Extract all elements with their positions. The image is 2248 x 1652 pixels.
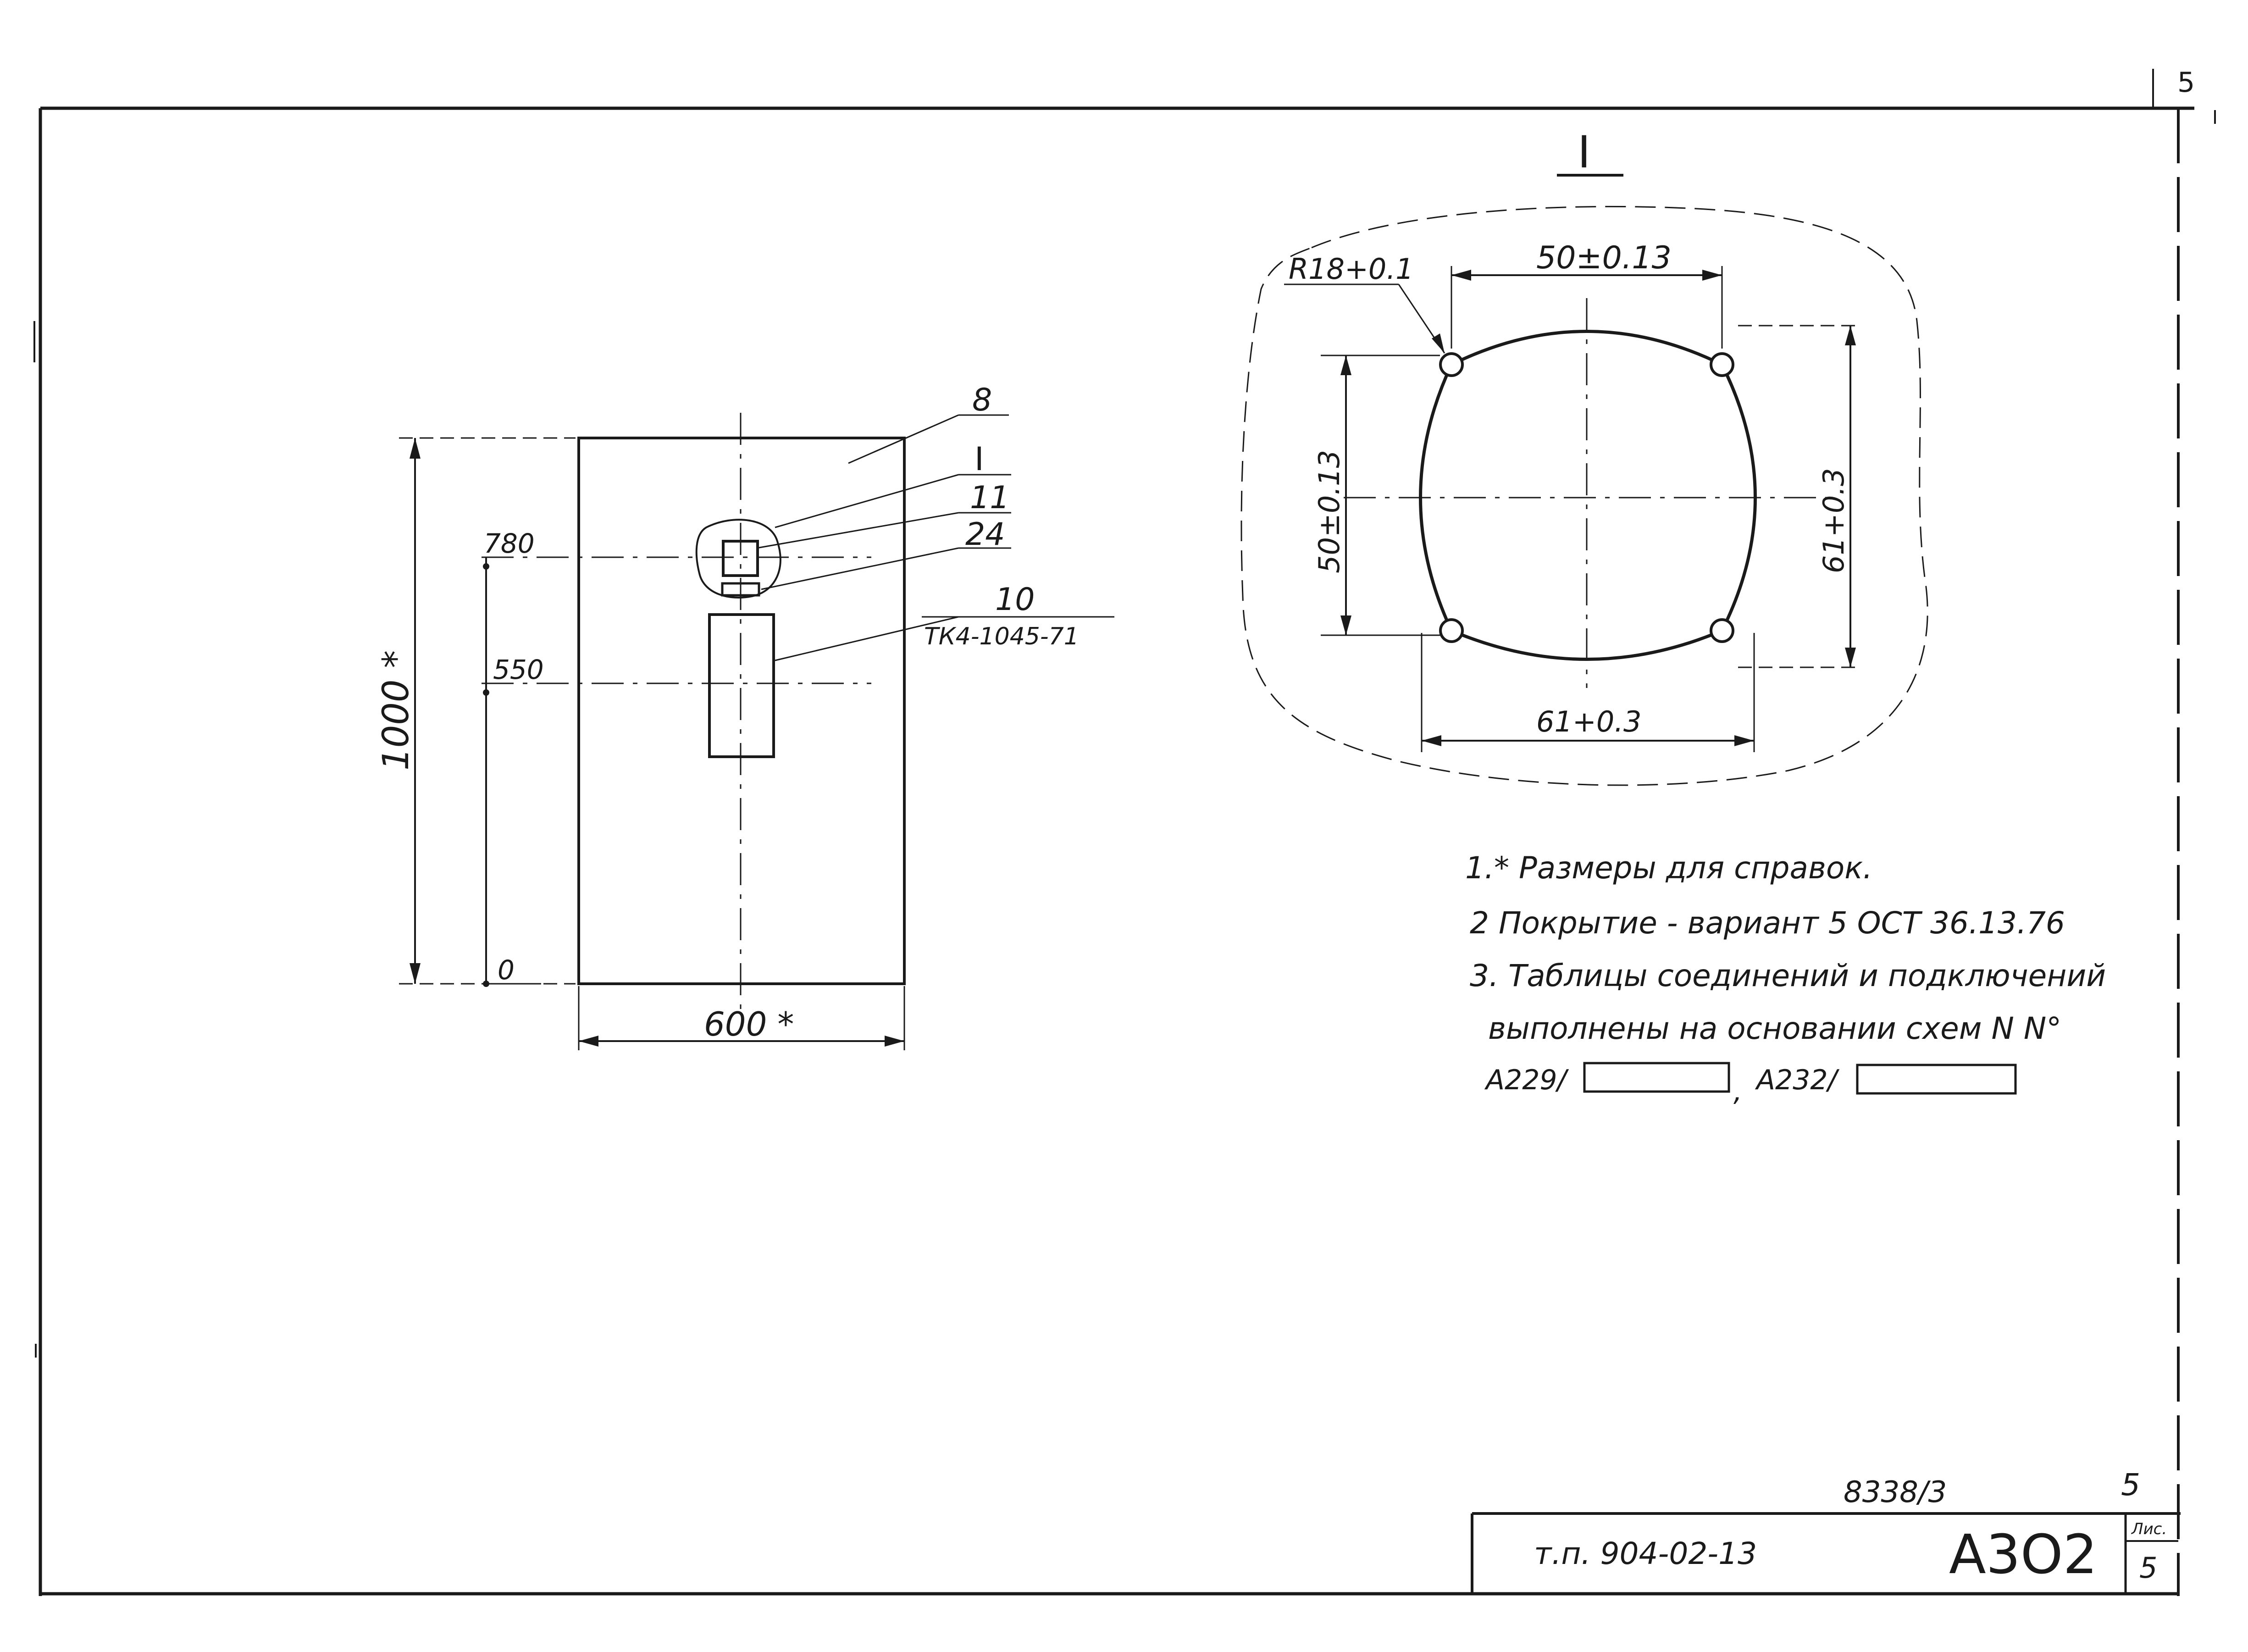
panel-drawing: 1000 * 780 550 0 600 * — [376, 382, 1114, 1050]
note-1: 1.* Размеры для справок. — [1465, 850, 1872, 886]
terminal-strip — [721, 582, 760, 597]
detail-title: I — [1578, 127, 1590, 178]
level-label-550: 550 — [493, 654, 544, 685]
notes-block: 1.* Размеры для справок. 2 Покрытие - ва… — [1465, 850, 2106, 1108]
corner-sheet-mark: 5 — [2177, 67, 2195, 99]
top-width-dimension-text: 50±0.13 — [1536, 240, 1672, 276]
note-3-continued: выполнены на основании схем N N° — [1488, 1011, 2061, 1046]
detail-view: I 50±0.13 R18+0.1 50±0.13 — [1240, 127, 1928, 786]
sheet-label: Лис. — [2131, 1520, 2167, 1538]
upper-number: 8338/3 — [1844, 1475, 1947, 1509]
leader-label-24: 24 — [965, 516, 1005, 553]
leader-label-I: I — [975, 440, 984, 478]
width-dimension-text: 600 * — [704, 1005, 794, 1043]
svg-text:,: , — [1733, 1075, 1742, 1108]
detail-callout-outline — [695, 519, 781, 599]
scheme-ref-1: А229/ — [1484, 1064, 1569, 1096]
leader-label-11: 11 — [970, 480, 1010, 516]
detail-break-outline — [1240, 205, 1928, 786]
upper-sheet: 5 — [2121, 1467, 2140, 1502]
scheme-ref-2-box — [1856, 1064, 2017, 1095]
corner-hole-bottom-right — [1710, 618, 1734, 643]
scheme-ref-1-box — [1583, 1062, 1730, 1093]
corner-hole-top-left — [1439, 352, 1464, 377]
level-label-780: 780 — [484, 528, 535, 559]
sheet-number: 5 — [2139, 1551, 2157, 1585]
corner-hole-top-right — [1710, 352, 1734, 377]
title-block: 8338/3 5 т.п. 904-02-13 А3О2 Лис. 5 — [1471, 1467, 2181, 1595]
level-label-0: 0 — [498, 954, 515, 986]
cutout-contour — [1419, 330, 1757, 661]
bottom-width-dimension-text: 61+0.3 — [1536, 705, 1641, 738]
left-height-dimension-text: 50±0.13 — [1312, 450, 1346, 573]
leader-lines — [756, 414, 1114, 661]
sheet-frame — [39, 69, 2194, 1596]
square-cutout — [722, 540, 759, 577]
note-2: 2 Покрытие - вариант 5 ОСТ 36.13.76 — [1470, 905, 2065, 941]
scheme-ref-2: А232/ — [1755, 1064, 1840, 1096]
leader-label-8: 8 — [972, 382, 992, 418]
leader-sub-label-10: ТК4-1045-71 — [924, 623, 1079, 650]
drawing-mark: А3О2 — [1949, 1523, 2098, 1586]
document-code: т.п. 904-02-13 — [1534, 1536, 1757, 1571]
radius-note: R18+0.1 — [1289, 252, 1414, 286]
terminal-block — [708, 613, 775, 758]
note-3: 3. Таблицы соединений и подключений — [1470, 958, 2106, 993]
panel-outline — [577, 437, 906, 985]
corner-hole-bottom-left — [1439, 618, 1464, 643]
right-height-dimension-text: 61+0.3 — [1817, 468, 1850, 573]
height-dimension-text: 1000 * — [376, 650, 417, 771]
leader-label-10: 10 — [995, 582, 1035, 618]
